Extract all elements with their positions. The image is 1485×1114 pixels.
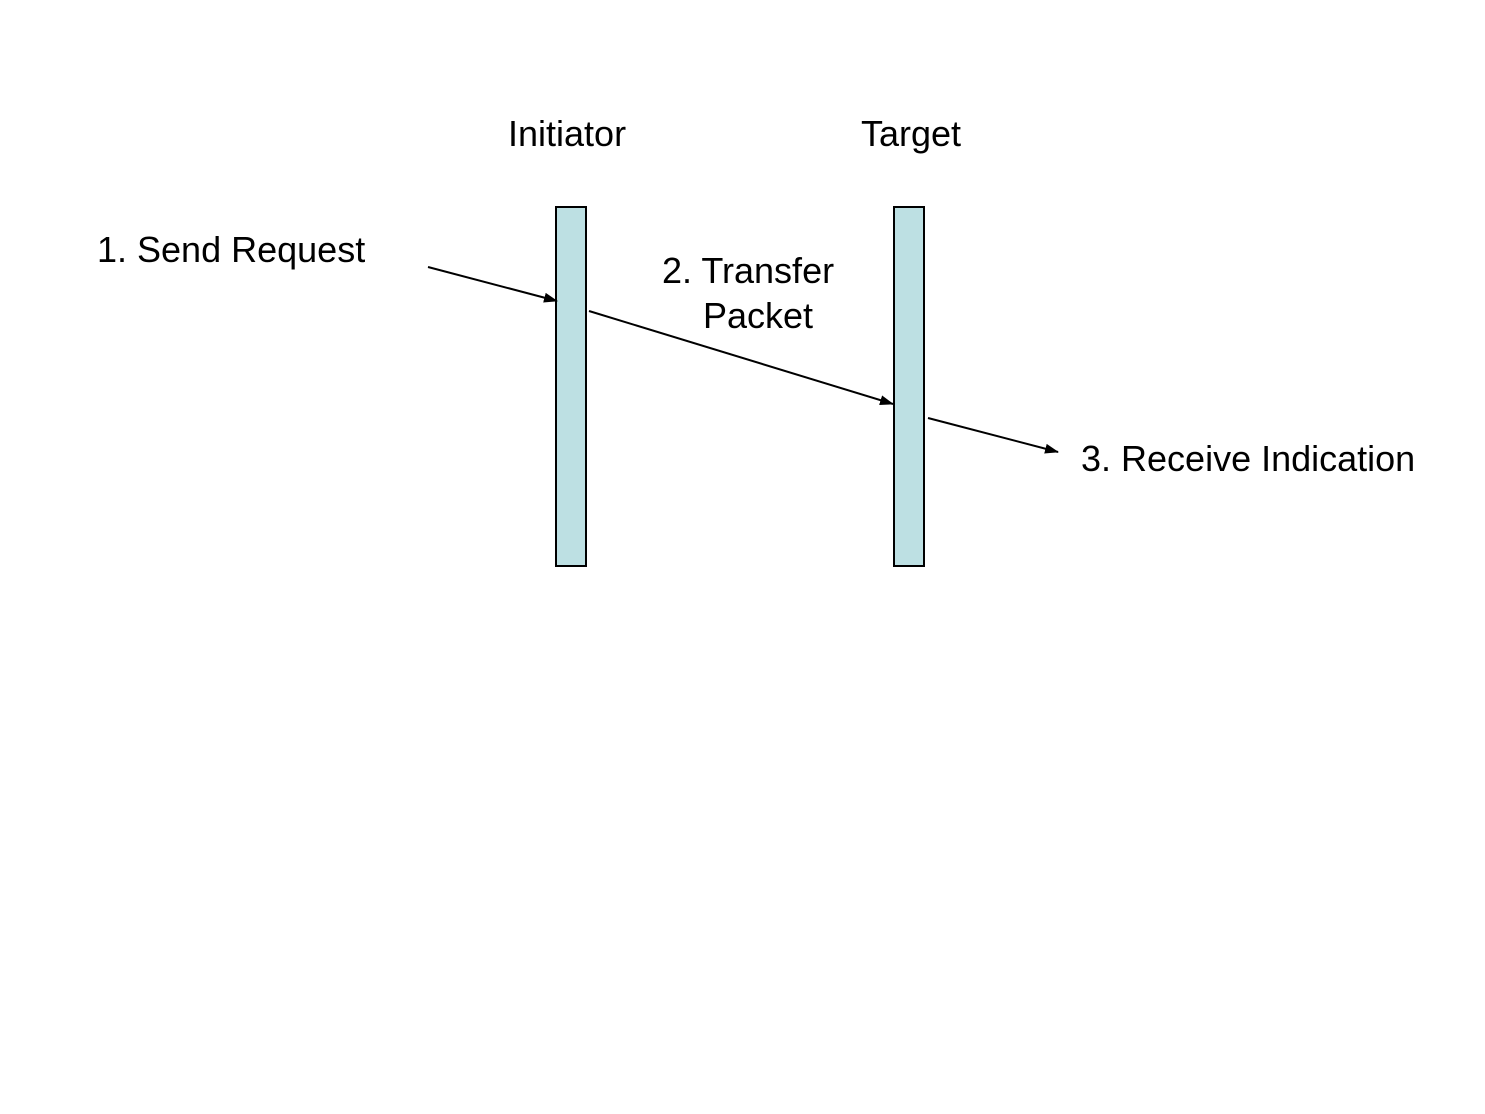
initiator-lifeline-bar xyxy=(555,206,587,567)
target-lifeline-bar xyxy=(893,206,925,567)
step-3-label: 3. Receive Indication xyxy=(1081,438,1416,479)
arrow-receive-indication xyxy=(927,417,1059,454)
step-2-label-line-1: 2. Transfer xyxy=(662,250,835,291)
arrow-send-request xyxy=(427,266,558,303)
step-1-label: 1. Send Request xyxy=(97,229,366,270)
step-2-label-line-2: Packet xyxy=(703,295,814,336)
target-label: Target xyxy=(861,113,962,154)
initiator-label: Initiator xyxy=(508,113,627,154)
